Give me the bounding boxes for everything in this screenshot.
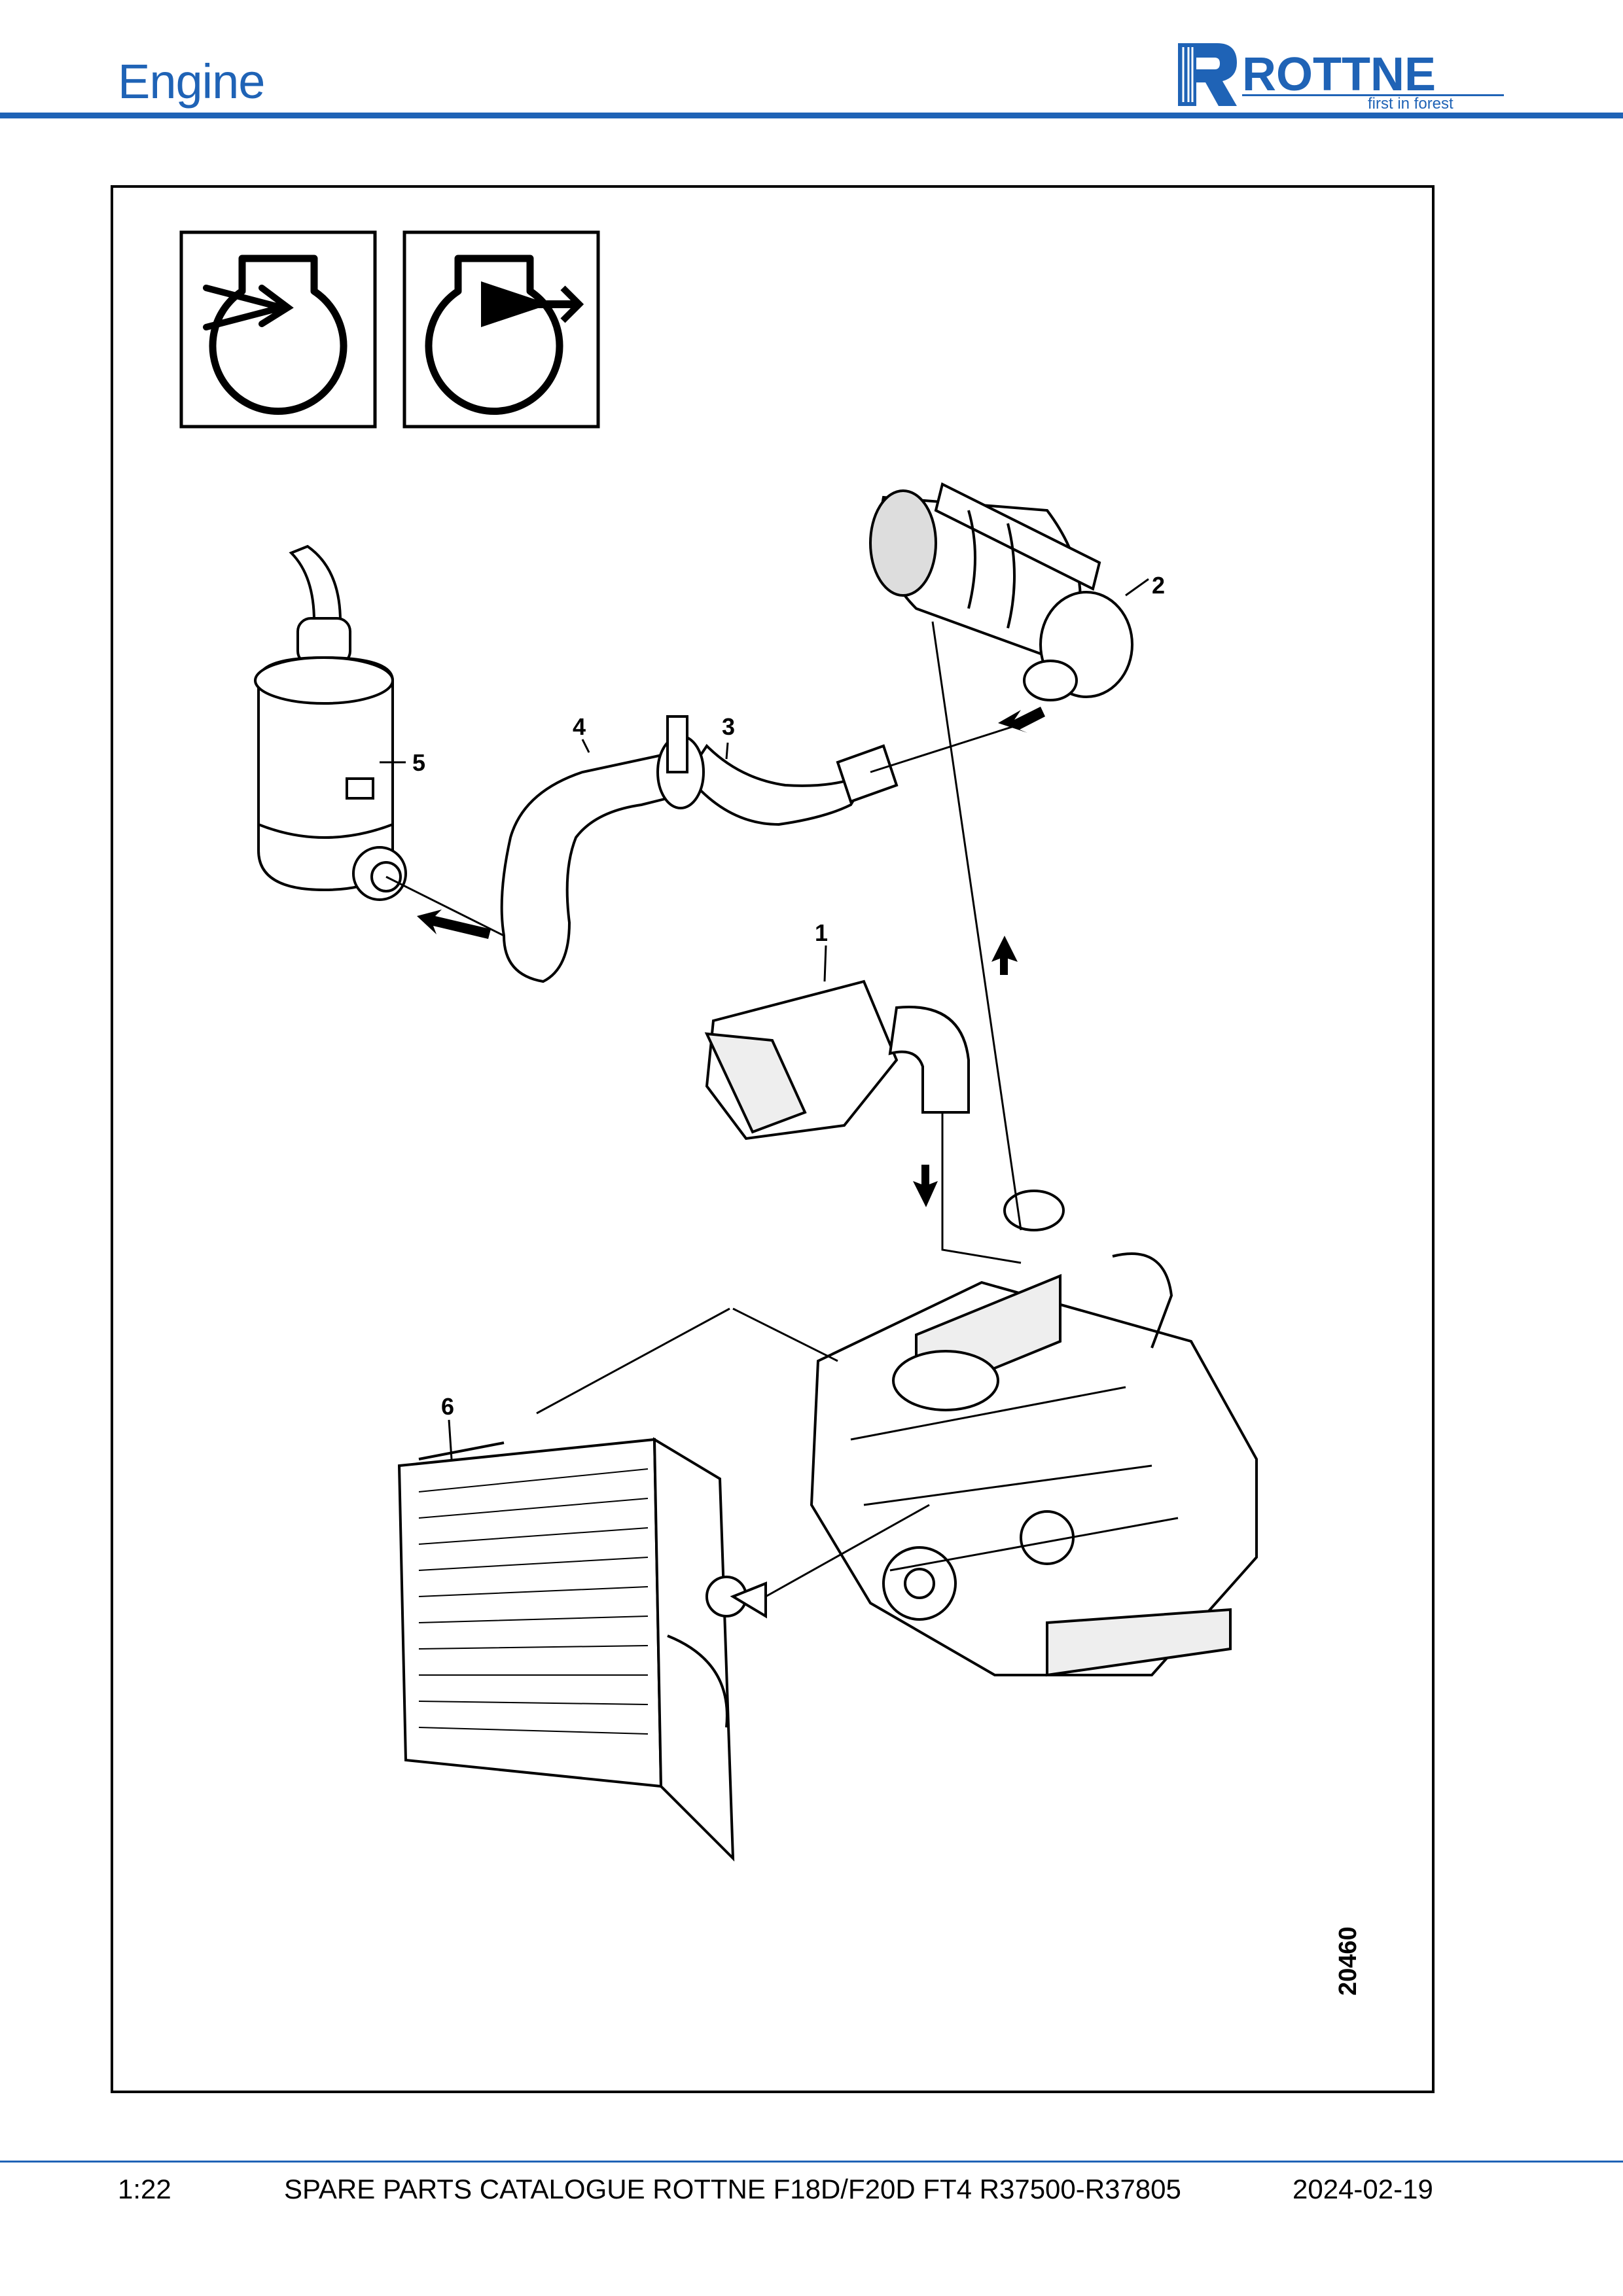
air-intake-icon xyxy=(179,230,377,429)
engine-block xyxy=(810,1190,1258,1677)
intake-hoses xyxy=(500,715,899,983)
header-rule xyxy=(0,113,1623,118)
exhaust-after-treatment xyxy=(254,544,407,901)
callout-3: 3 xyxy=(722,713,735,740)
air-cleaner xyxy=(869,482,1133,701)
callout-1: 1 xyxy=(815,919,828,946)
logo-wordmark: ROTTNE xyxy=(1242,48,1436,101)
callout-5: 5 xyxy=(412,749,425,776)
rottne-logo: ROTTNE first in forest xyxy=(1178,43,1504,113)
leader-lines xyxy=(380,578,1149,1598)
callout-6: 6 xyxy=(441,1393,454,1420)
flow-arrows xyxy=(417,707,1045,1207)
pre-cleaner-duct xyxy=(704,980,970,1140)
footer-date: 2024-02-19 xyxy=(1293,2174,1433,2204)
exhaust-outlet-icon xyxy=(402,230,600,429)
figure-frame xyxy=(111,185,1435,2093)
callout-2: 2 xyxy=(1152,572,1165,599)
footer-catalogue-title: SPARE PARTS CATALOGUE ROTTNE F18D/F20D F… xyxy=(284,2174,1181,2204)
footer-page-number: 1:22 xyxy=(118,2174,171,2204)
radiator xyxy=(397,1437,767,1862)
footer-rule xyxy=(0,2161,1623,2163)
figure-number: 20460 xyxy=(1334,1926,1362,1996)
logo-emblem-icon xyxy=(1178,43,1237,106)
logo-tagline: first in forest xyxy=(1368,95,1454,113)
callout-4: 4 xyxy=(573,713,586,740)
page-title: Engine xyxy=(118,54,265,109)
